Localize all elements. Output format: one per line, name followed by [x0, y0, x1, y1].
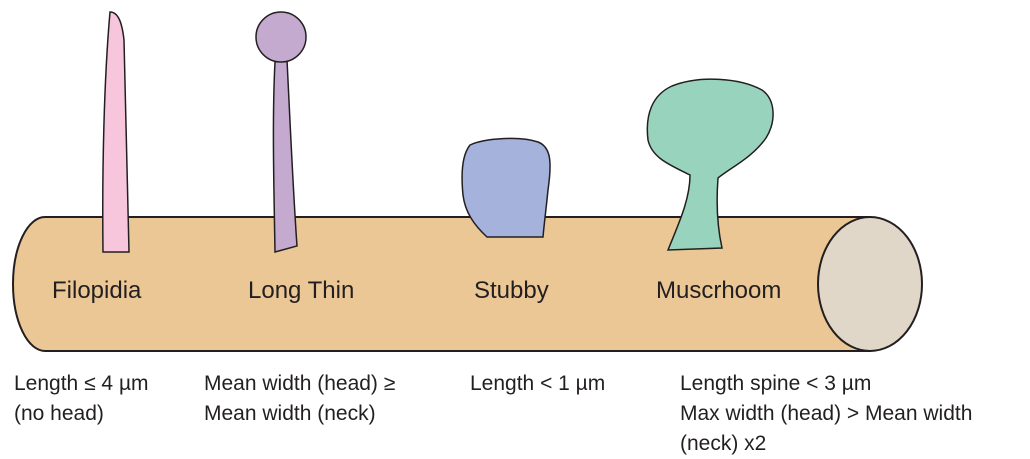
- muscrhoom-label: Muscrhoom: [656, 277, 781, 304]
- long-thin-label: Long Thin: [248, 277, 354, 304]
- muscrhoom-criterion: Length spine < 3 µm Max width (head) > M…: [680, 369, 972, 459]
- stubby-criterion: Length < 1 µm: [470, 369, 605, 399]
- long-thin-criterion: Mean width (head) ≥ Mean width (neck): [204, 369, 395, 429]
- filopidia-criterion: Length ≤ 4 µm (no head): [14, 369, 149, 429]
- dendrite-cut-end: [818, 217, 922, 351]
- filopidia-label: Filopidia: [52, 277, 142, 304]
- stubby-label: Stubby: [474, 277, 549, 304]
- filopodia-spine: [103, 12, 129, 252]
- stubby-spine: [462, 138, 550, 237]
